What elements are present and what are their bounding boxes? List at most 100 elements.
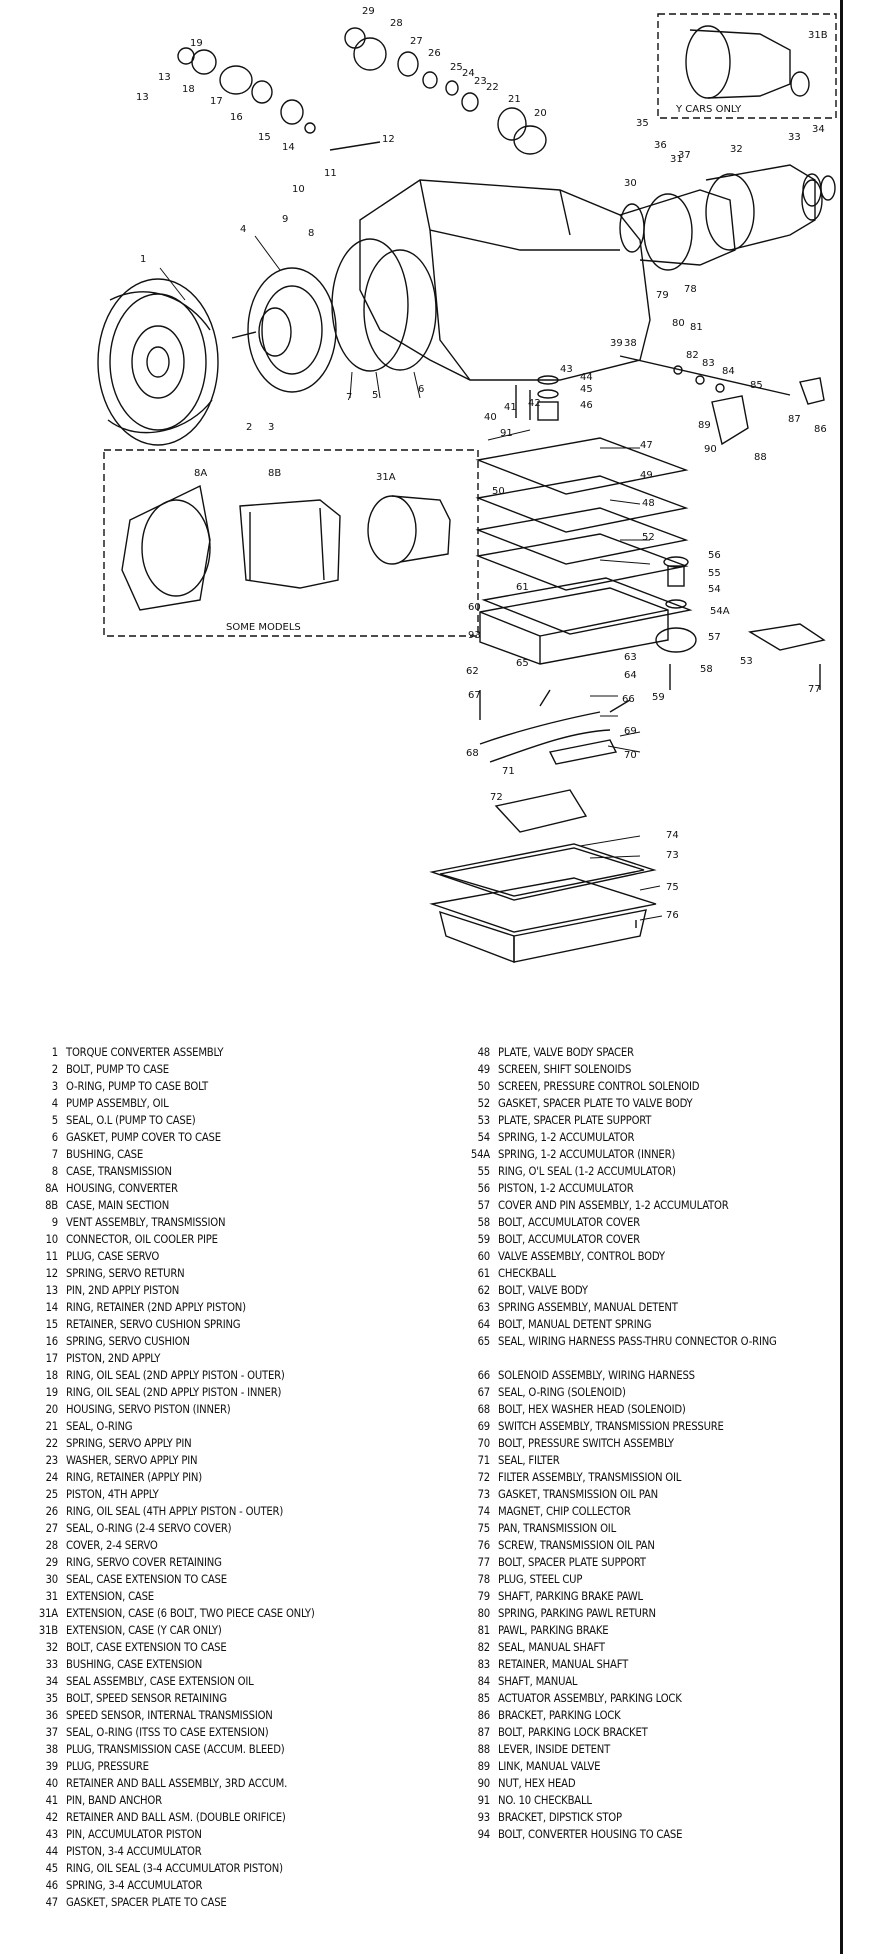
legend-item-description: LINK, MANUAL VALVE	[498, 1760, 601, 1773]
callout-label: 88	[754, 452, 767, 463]
legend-item-number: 24	[45, 1471, 59, 1484]
callout-label: 40	[484, 412, 497, 423]
extension-seal-shape	[643, 193, 693, 271]
callout-label: 8	[308, 228, 314, 239]
legend-item-description: MAGNET, CHIP COLLECTOR	[498, 1505, 631, 1518]
legend-item-number: 58	[477, 1216, 491, 1229]
callout-label: 23	[474, 76, 487, 87]
legend-item-number: 79	[477, 1590, 491, 1603]
legend-item-number: 31	[45, 1590, 59, 1603]
legend-item-description: SPRING, 1-2 ACCUMULATOR	[498, 1131, 635, 1144]
legend-item-description: SEAL, O-RING	[66, 1420, 133, 1433]
legend-item-description: RETAINER, SERVO CUSHION SPRING	[66, 1318, 241, 1331]
legend-item-number: 44	[45, 1845, 59, 1858]
legend-item-number: 66	[477, 1369, 491, 1382]
callout-label: 33	[788, 132, 801, 143]
callout-label: 90	[704, 444, 717, 455]
callout-label: 29	[362, 6, 375, 17]
callout-label: 81	[690, 322, 703, 333]
legend-item-number: 68	[477, 1403, 491, 1416]
legend-item-number: 77	[477, 1556, 491, 1569]
callout-label: 21	[508, 94, 521, 105]
legend-item-number: 31B	[38, 1624, 58, 1637]
legend-item-description: PISTON, 1-2 ACCUMULATOR	[498, 1182, 634, 1195]
callout-label: 31B	[808, 30, 828, 41]
callout-label: 17	[210, 96, 223, 107]
legend-item-description: GASKET, SPACER PLATE TO CASE	[66, 1896, 227, 1909]
legend-item-number: 39	[45, 1760, 59, 1773]
legend-item-description: RING, O'L SEAL (1-2 ACCUMULATOR)	[498, 1165, 676, 1178]
legend-item-number: 81	[477, 1624, 491, 1637]
inset-some-models-caption: SOME MODELS	[226, 622, 301, 633]
legend-item-description: BUSHING, CASE	[66, 1148, 143, 1161]
callout-label: 31	[670, 154, 683, 165]
legend-item-number: 46	[45, 1879, 59, 1892]
callout-label: 31A	[376, 472, 396, 483]
legend-item-description: PLUG, PRESSURE	[66, 1760, 149, 1773]
legend-item-description: RING, SERVO COVER RETAINING	[66, 1556, 222, 1569]
legend-item-number: 65	[477, 1335, 491, 1348]
legend-item-description: SHAFT, PARKING BRAKE PAWL	[498, 1590, 643, 1603]
legend-item-description: SPRING, SERVO CUSHION	[66, 1335, 190, 1348]
legend-item-number: 34	[45, 1675, 59, 1688]
legend-item-description: RING, RETAINER (2ND APPLY PISTON)	[66, 1301, 246, 1314]
callout-label: 9	[282, 214, 288, 225]
legend-item-description: PIN, 2ND APPLY PISTON	[66, 1284, 180, 1297]
legend-item-number: 84	[477, 1675, 491, 1688]
legend-item-description: BRACKET, PARKING LOCK	[498, 1709, 621, 1722]
legend-item-description: SHAFT, MANUAL	[498, 1675, 578, 1688]
callout-label: 57	[708, 632, 721, 643]
legend-item-description: SEAL, WIRING HARNESS PASS-THRU CONNECTOR…	[498, 1335, 777, 1348]
legend-item-number: 72	[477, 1471, 491, 1484]
callout-label: 79	[656, 290, 669, 301]
legend-item-number: 29	[45, 1556, 59, 1569]
callout-label: 24	[462, 68, 475, 79]
legend-item-number: 10	[45, 1233, 59, 1246]
callout-label: 5	[372, 390, 378, 401]
legend-item-number: 71	[477, 1454, 491, 1467]
legend-item-number: 31A	[38, 1607, 58, 1620]
legend-item-description: PAN, TRANSMISSION OIL	[498, 1522, 616, 1535]
legend-item-number: 59	[477, 1233, 491, 1246]
legend-item-number: 27	[45, 1522, 59, 1535]
legend-item-number: 23	[45, 1454, 59, 1467]
callout-label: 46	[580, 400, 593, 411]
legend-item-description: RING, OIL SEAL (2ND APPLY PISTON - INNER…	[66, 1386, 282, 1399]
legend-item-number: 41	[45, 1794, 59, 1807]
legend-item-number: 94	[477, 1828, 491, 1841]
callout-label: 75	[666, 882, 679, 893]
callout-label: 15	[258, 132, 271, 143]
callout-label: 30	[624, 178, 637, 189]
callout-label: 39	[610, 338, 623, 349]
callout-label: 37	[678, 150, 691, 161]
